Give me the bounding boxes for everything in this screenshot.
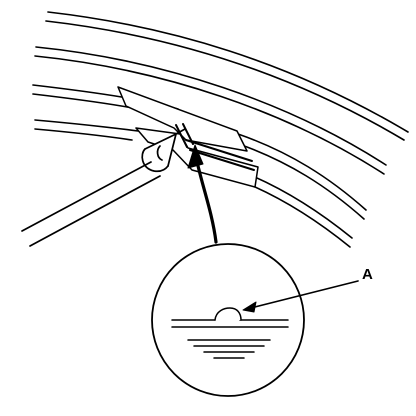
callout-label-a: A — [362, 266, 373, 283]
molding-strip-lower — [34, 119, 353, 248]
molding-strip-top — [45, 11, 409, 141]
detail-arrow — [187, 144, 218, 244]
applicator-tool — [21, 128, 186, 247]
molding-strip-upper — [34, 46, 387, 175]
detail-cross-section — [171, 307, 289, 359]
callout-leader — [242, 280, 359, 313]
molding-gap — [175, 123, 255, 171]
